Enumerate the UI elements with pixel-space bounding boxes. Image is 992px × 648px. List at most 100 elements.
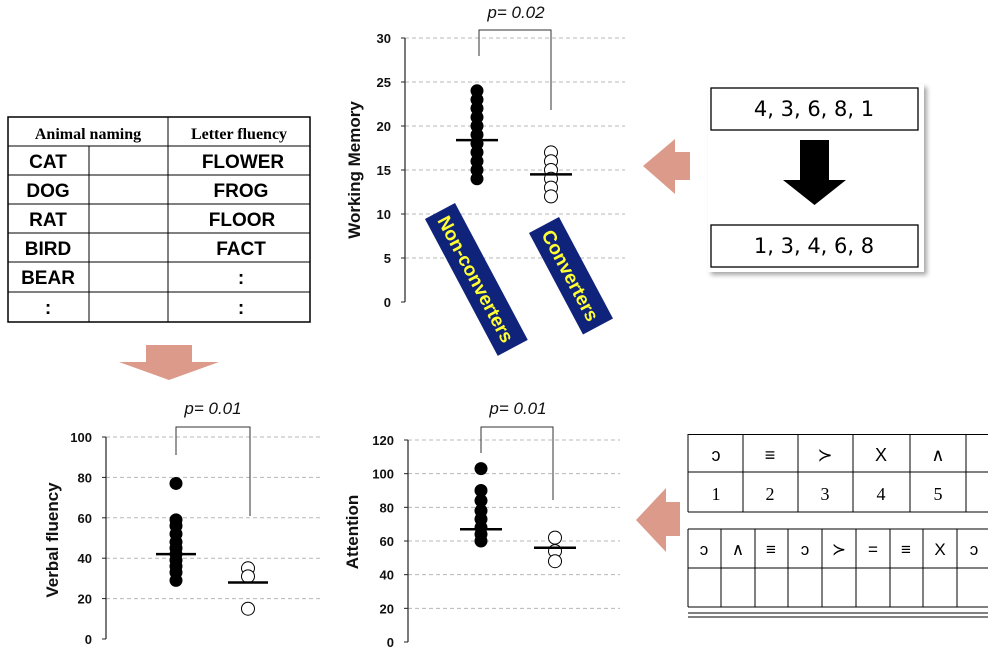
test-symbol: ∧	[732, 540, 744, 559]
table-header-animal: Animal naming	[35, 126, 141, 143]
tick-label: 0	[85, 632, 92, 647]
tick-label: 120	[372, 433, 394, 448]
key-number: 1	[712, 484, 721, 504]
working-memory-chart: 0 5 10 15 20 25 30 Working Memory p= 0.02 Non-…	[345, 3, 625, 356]
tick-label: 20	[78, 592, 92, 607]
working-memory-y-label: Working Memory	[345, 101, 364, 239]
converter-point	[544, 189, 558, 204]
non-converter-point	[470, 172, 484, 186]
non-converters-label-text: Non-converters	[433, 213, 517, 347]
converter-point	[548, 554, 562, 569]
key-symbol: ∧	[931, 445, 944, 465]
table-cell: :	[238, 298, 244, 319]
verbal-fluency-chart: 0 20 40 60 80 100 Verbal fluency p= 0.01	[43, 399, 322, 647]
tick-label: 10	[377, 207, 391, 222]
down-arrow-icon	[783, 140, 846, 205]
tick-label: 60	[78, 511, 92, 526]
non-converter-point	[474, 494, 488, 508]
down-arrow-icon	[119, 345, 219, 380]
verbal-fluency-tick-labels: 0 20 40 60 80 100	[70, 430, 106, 647]
working-memory-p-value: p= 0.02	[486, 3, 545, 22]
test-symbol: ↄ	[801, 540, 810, 559]
attention-tick-labels: 0 20 40 60 80 100 120	[372, 433, 408, 648]
digit-task-card: 4, 3, 6, 8, 1 1, 3, 4, 6, 8	[708, 84, 924, 272]
tick-label: 25	[377, 75, 391, 90]
attention-chart: 0 20 40 60 80 100 120 Attention p= 0.01	[343, 399, 620, 648]
test-symbol: ↄ	[970, 540, 979, 559]
table-cell: BEAR	[21, 268, 75, 289]
working-memory-tick-labels: 0 5 10 15 20 25 30	[377, 31, 405, 310]
tick-label: 40	[380, 568, 394, 583]
left-arrow-icon	[636, 488, 680, 552]
tick-label: 80	[78, 470, 92, 485]
fluency-table: Animal naming Letter fluency CAT FLOWER …	[7, 116, 311, 323]
tick-label: 80	[380, 500, 394, 515]
converter-point	[241, 601, 255, 616]
key-symbol: X	[875, 445, 887, 465]
tick-label: 30	[377, 31, 391, 46]
table-cell: FROG	[214, 181, 269, 202]
key-number: 3	[821, 484, 830, 504]
key-symbol: ≻	[817, 445, 832, 465]
digit-input-box	[710, 87, 919, 131]
verbal-fluency-points	[156, 476, 268, 616]
converter-point	[241, 569, 255, 584]
table-line	[688, 434, 988, 435]
non-converter-point	[169, 476, 183, 490]
attention-bracket	[480, 426, 554, 500]
verbal-fluency-bracket	[175, 426, 251, 516]
key-number: 2	[766, 484, 775, 504]
key-number: 4	[877, 484, 886, 504]
non-converter-point	[169, 573, 183, 587]
attention-p-value: p= 0.01	[488, 399, 546, 418]
test-symbol: ≡	[766, 540, 776, 559]
attention-y-label: Attention	[343, 495, 362, 570]
fluency-table-border	[7, 116, 311, 323]
table-cell: :	[45, 298, 51, 319]
converters-label-bg	[528, 217, 613, 335]
table-cell: DOG	[26, 181, 69, 202]
table-cell: FACT	[216, 239, 266, 260]
digit-input-text: 4, 3, 6, 8, 1	[754, 97, 874, 121]
digit-output-box	[710, 224, 919, 268]
working-memory-bracket	[478, 29, 552, 110]
table-cell: RAT	[29, 210, 67, 231]
test-symbol: ≡	[901, 540, 911, 559]
tick-label: 60	[380, 534, 394, 549]
table-cell: BIRD	[25, 239, 71, 260]
table-cell: :	[238, 268, 244, 289]
verbal-fluency-grid	[106, 436, 322, 600]
verbal-fluency-y-label: Verbal fluency	[43, 482, 62, 598]
key-symbol: ↄ	[712, 445, 721, 465]
tick-label: 20	[377, 119, 391, 134]
key-symbol: ≡	[765, 445, 776, 465]
test-symbol: ≻	[832, 540, 846, 559]
tick-label: 15	[377, 163, 391, 178]
verbal-fluency-p-value: p= 0.01	[183, 399, 241, 418]
converters-label: Converters	[528, 217, 613, 335]
tick-label: 5	[384, 251, 391, 266]
tick-label: 20	[380, 601, 394, 616]
key-number: 5	[934, 484, 943, 504]
non-converters-label-bg	[424, 202, 528, 356]
test-symbol: ↄ	[700, 540, 709, 559]
tick-label: 0	[384, 295, 391, 310]
non-converter-point	[474, 484, 488, 497]
non-converter-point	[474, 534, 488, 548]
table-cell: FLOOR	[209, 210, 276, 231]
table-cell: FLOWER	[202, 152, 285, 173]
tick-label: 0	[387, 635, 394, 648]
test-symbol: =	[868, 540, 878, 559]
tick-label: 100	[70, 430, 92, 445]
symbol-task: ↄ ≡ ≻ X ∧ 1 2 3 4 5 ↄ ∧ ≡ ↄ ≻ = ≡ X ↄ	[687, 434, 988, 618]
tick-label: 100	[372, 467, 394, 482]
test-symbol: X	[934, 540, 945, 559]
digit-output-text: 1, 3, 4, 6, 8	[754, 234, 874, 258]
attention-points	[460, 462, 576, 569]
working-memory-points	[456, 84, 572, 204]
non-converter-point	[474, 462, 488, 476]
table-cell: CAT	[29, 152, 67, 173]
left-arrow-icon	[643, 139, 690, 194]
tick-label: 40	[78, 551, 92, 566]
